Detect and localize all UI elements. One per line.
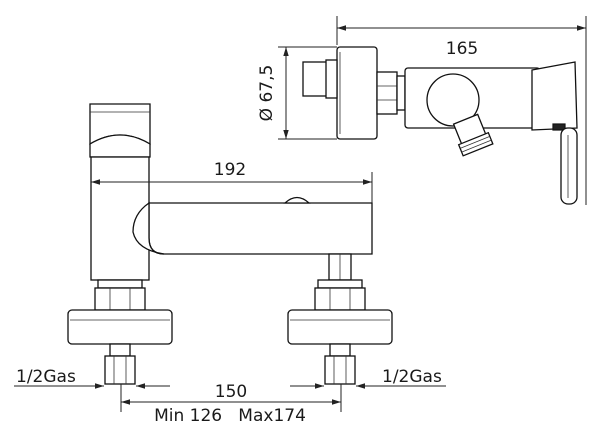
front-knob [283, 196, 311, 204]
inlet-right-label: 1/2Gas [382, 367, 442, 387]
dim-center-distance: 150 Min 126 Max174 [121, 382, 341, 426]
front-escutcheon-left [67, 309, 173, 345]
center-range-label: Min 126 Max174 [154, 406, 306, 426]
dim-inlet-left: 1/2Gas [14, 367, 170, 389]
side-view [302, 46, 578, 205]
side-lever [560, 127, 578, 205]
side-body [336, 46, 378, 140]
front-inlet-right [324, 355, 356, 385]
side-cartridge [531, 61, 578, 131]
front-escutcheon-right [287, 309, 393, 345]
front-view [67, 103, 393, 412]
dim-inlet-right: 1/2Gas [290, 367, 446, 389]
dim-side-width: 165 [336, 16, 587, 205]
side-ball [426, 73, 480, 127]
body-diameter-label: Ø 67,5 [257, 65, 277, 122]
front-nut-right [314, 287, 366, 311]
side-width-label: 165 [446, 39, 478, 59]
front-spout [148, 202, 373, 255]
center-distance-label: 150 [215, 382, 247, 402]
front-inlet-left [104, 355, 136, 385]
front-nut-left [94, 287, 146, 311]
spout-length-label: 192 [214, 160, 246, 180]
side-nut [376, 71, 398, 115]
dim-spout-length: 192 [91, 160, 373, 203]
inlet-left-label: 1/2Gas [16, 367, 76, 387]
dim-body-diameter: Ø 67,5 [257, 46, 337, 140]
